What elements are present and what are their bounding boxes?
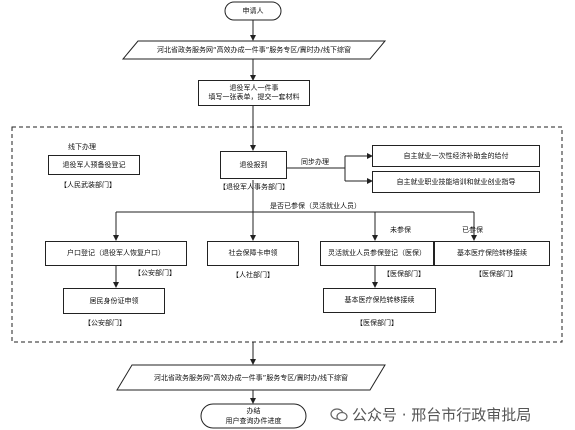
flex-dept: 【医保部门】: [383, 270, 425, 278]
form-line2: 填写一张表单，提交一套材料: [208, 93, 300, 101]
transfer2-node: 基本医疗保险转移接续: [323, 288, 436, 313]
social-dept: 【人社部门】: [232, 271, 274, 279]
portal-bottom: 河北省政务服务网“高效办成一件事”服务专区/冀时办/线下综窗: [154, 374, 348, 382]
start-node-shape: [224, 1, 282, 21]
guide-node: 退役报到: [220, 151, 287, 179]
transfer1-dept: 【医保部门】: [475, 270, 517, 278]
social-node: 社会保障卡申领: [207, 241, 299, 266]
transfer1-branch-label: 已参保: [462, 226, 483, 234]
idcard-dept: 【公安部门】: [84, 319, 126, 327]
offline-dept: 【人民武装部门】: [60, 181, 116, 189]
end-line2: 用户查询办件进度: [225, 417, 282, 425]
transfer2-dept: 【医保部门】: [356, 319, 398, 327]
branch-label: 是否已参保（灵活就业人员）: [270, 202, 361, 210]
transfer1-node: 基本医疗保险转移接续: [434, 241, 550, 266]
watermark-text: 公众号 · 邢台市行政审批局: [352, 406, 532, 424]
start-node: 申请人: [242, 7, 264, 15]
guide-dept: 【退役军人事务部门】: [219, 183, 289, 191]
offline-label: 线下办理: [68, 143, 96, 151]
portal-top-shape: [121, 40, 387, 60]
form-line1: 退役军人一件事: [229, 84, 279, 93]
offline-node: 退役军人预备役登记: [48, 155, 140, 175]
end-line1: 办结: [246, 407, 261, 415]
portal-top: 河北省政务服务网“高效办成一件事”服务专区/冀时办/线下综窗: [157, 46, 351, 54]
idcard-node: 居民身份证申领: [63, 288, 165, 314]
portal-bottom-shape: [116, 364, 386, 391]
watermark: 公众号 · 邢台市行政审批局: [330, 404, 531, 425]
hukou-dept: 【公安部门】: [134, 269, 176, 277]
sync-label: 同步办理: [301, 158, 329, 166]
sync-target-subsidy: 自主就业一次性经济补助金的给付: [372, 145, 540, 167]
process-group-border: [11, 126, 563, 343]
form-node: 退役军人一件事 填写一张表单，提交一套材料: [198, 80, 310, 106]
hukou-node: 户口登记（退役军人恢复户口）: [45, 241, 187, 266]
end-node-shape: [200, 403, 307, 429]
flex-node: 灵活就业人员参保登记（医保）: [320, 241, 434, 266]
flex-branch-label: 未参保: [390, 226, 411, 234]
wechat-icon: [330, 408, 348, 422]
sync-target-training: 自主就业职业技能培训和就业创业指导: [372, 171, 540, 193]
